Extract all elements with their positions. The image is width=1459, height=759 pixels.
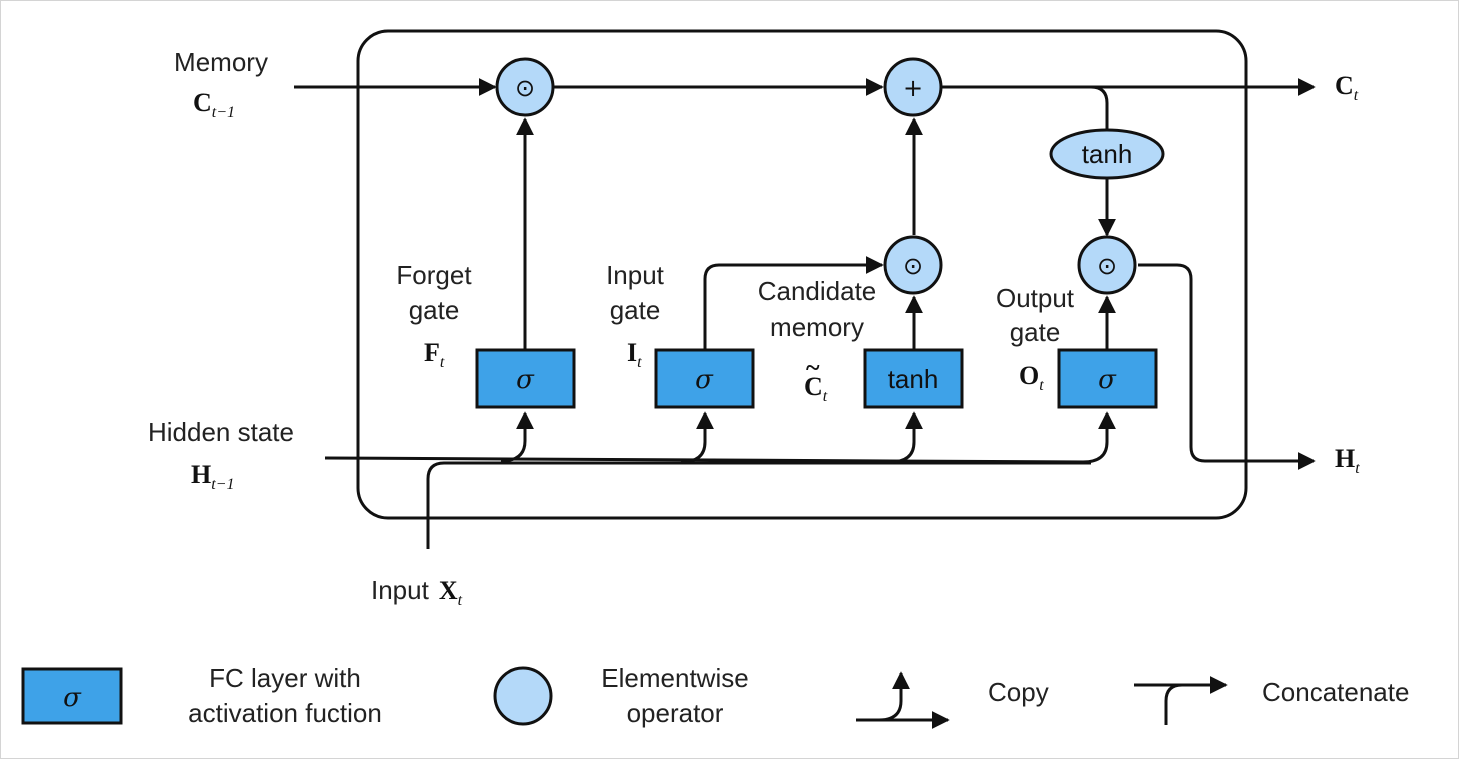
to-input-box-wire: [680, 411, 714, 464]
multiply-symbol: ⊙: [903, 252, 923, 280]
hidden-in-symbol: Ht−1: [191, 460, 234, 493]
add-symbol: +: [903, 74, 923, 102]
input-gate-symbol: It: [627, 338, 642, 371]
legend-fc-label-line1: FC layer with: [209, 663, 361, 693]
to-output-box-wire: [1082, 411, 1116, 464]
legend: σ FC layer with activation fuction Eleme…: [21, 663, 1409, 729]
input-gate-box: σ: [654, 348, 755, 409]
copy-branch-icon: [878, 671, 910, 722]
cell-container: [356, 29, 1248, 520]
forget-gate-label-line1: Forget: [396, 260, 472, 290]
forget-multiply-op: ⊙: [495, 57, 555, 117]
hidden-out-symbol: Ht: [1335, 444, 1360, 477]
legend-fc-label-line2: activation fuction: [188, 698, 382, 728]
legend-fc-layer: σ FC layer with activation fuction: [21, 663, 382, 728]
candidate-tilde: ~: [806, 353, 820, 382]
to-forget-box-wire: [500, 411, 534, 463]
forget-gate-op: σ: [516, 365, 535, 395]
input-gate-label-line1: Input: [606, 260, 665, 290]
output-gate-op: σ: [1098, 365, 1117, 395]
forget-gate-label-line2: gate: [409, 295, 460, 325]
output-multiply-op: ⊙: [1077, 235, 1137, 295]
memory-in-symbol: Ct−1: [193, 88, 235, 121]
forget-gate-symbol: Ft: [424, 338, 445, 371]
memory-in-label: Memory: [174, 47, 268, 77]
candidate-op: tanh: [888, 364, 939, 394]
output-gate-label-line2: gate: [1010, 317, 1061, 347]
legend-elementwise-op: Elementwise operator: [493, 663, 749, 728]
tanh-op-label: tanh: [1082, 139, 1133, 169]
output-gate-symbol: Ot: [1019, 361, 1044, 394]
hidden-out-wire: [1138, 263, 1316, 470]
legend-concatenate: Concatenate: [1134, 676, 1409, 725]
output-gate-box: σ: [1057, 348, 1158, 409]
concatenate-join-icon: [1164, 683, 1183, 725]
memory-out-symbol: Ct: [1335, 71, 1359, 104]
legend-copy-label: Copy: [988, 677, 1049, 707]
output-gate-label-line1: Output: [996, 283, 1075, 313]
add-op: +: [883, 57, 943, 117]
candidate-box: tanh: [863, 348, 964, 409]
candidate-multiply-op: ⊙: [883, 235, 943, 295]
wires: [294, 78, 1316, 549]
candidate-label-line1: Candidate: [758, 276, 877, 306]
candidate-label-line2: memory: [770, 312, 864, 342]
legend-op-label-line2: operator: [627, 698, 724, 728]
memory-copy-wire: [1090, 85, 1109, 131]
input-gate-wire: [703, 256, 884, 350]
legend-op-label-line1: Elementwise: [601, 663, 748, 693]
input-gate-label-line2: gate: [610, 295, 661, 325]
to-candidate-box-wire: [889, 411, 923, 464]
candidate-symbol: Ct: [804, 372, 828, 405]
legend-concatenate-label: Concatenate: [1262, 677, 1409, 707]
multiply-symbol: ⊙: [1097, 252, 1117, 280]
legend-copy: Copy: [856, 671, 1049, 729]
hidden-in-wire: [324, 456, 1092, 464]
multiply-symbol: ⊙: [515, 74, 535, 102]
forget-gate-box: σ: [475, 348, 576, 409]
tanh-op: tanh: [1049, 128, 1165, 180]
legend-fc-symbol: σ: [63, 683, 82, 713]
input-gate-op: σ: [695, 365, 714, 395]
input-wire: [426, 461, 1091, 549]
hidden-in-label: Hidden state: [148, 417, 294, 447]
